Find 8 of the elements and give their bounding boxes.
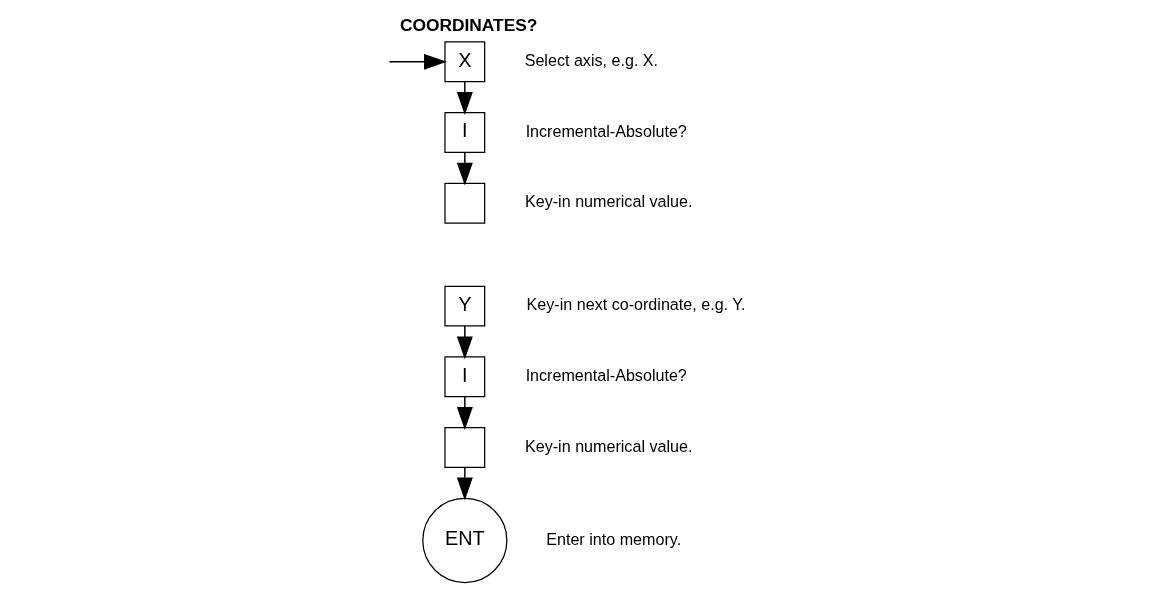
node-label: Key-in numerical value. [524, 192, 693, 211]
node-label: Key-in numerical value. [524, 436, 693, 455]
diagram-title: COORDINATES? [399, 15, 538, 36]
node-label: Key-in next co-ordinate, e.g. Y. [526, 295, 746, 314]
node-label: Incremental-Absolute? [525, 121, 687, 140]
node-label: Enter into memory. [546, 529, 682, 548]
node-label: Incremental-Absolute? [525, 366, 687, 385]
node-label: Select axis, e.g. X. [524, 51, 659, 69]
